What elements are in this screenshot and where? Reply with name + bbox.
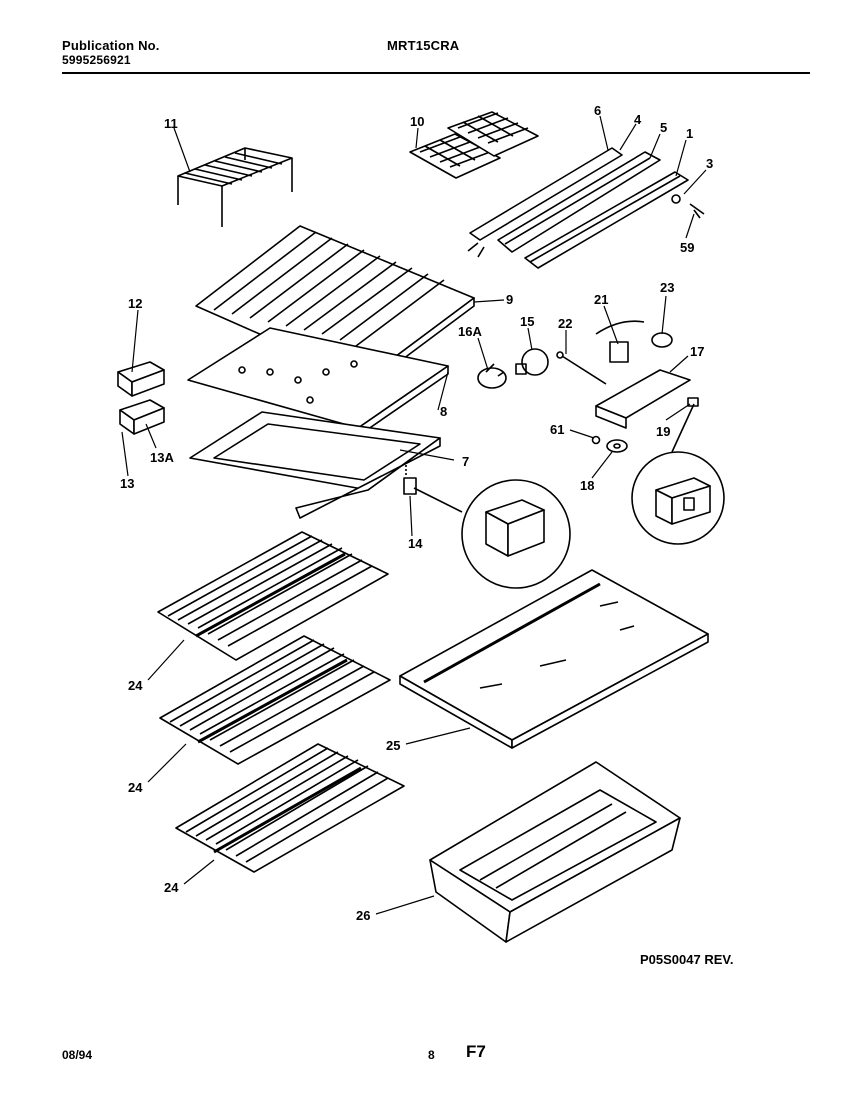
label-16a: 16A <box>458 324 482 339</box>
publication-label: Publication No. <box>62 38 160 53</box>
ice-tray-part <box>409 111 539 179</box>
label-61: 61 <box>550 422 564 437</box>
footer-page-number: 8 <box>428 1048 435 1062</box>
label-3: 3 <box>706 156 713 171</box>
label-18: 18 <box>580 478 594 493</box>
label-5: 5 <box>660 120 667 135</box>
label-9: 9 <box>506 292 513 307</box>
label-23: 23 <box>660 280 674 295</box>
crisper-cover-part <box>399 569 709 749</box>
header-rule <box>62 72 810 74</box>
label-15: 15 <box>520 314 534 329</box>
wire-shelf-1 <box>157 531 389 661</box>
label-24-middle: 24 <box>128 780 143 795</box>
door-bin-parts <box>117 361 165 435</box>
label-6: 6 <box>594 103 601 118</box>
label-24-top: 24 <box>128 678 143 693</box>
label-11: 11 <box>164 116 178 131</box>
label-8: 8 <box>440 404 447 419</box>
frame-rail-parts <box>467 147 705 269</box>
footer-figure-code: F7 <box>466 1042 486 1061</box>
label-19: 19 <box>656 424 670 439</box>
label-7: 7 <box>462 454 469 469</box>
label-13: 13 <box>120 476 134 491</box>
freezer-shelf-assembly <box>187 225 475 519</box>
control-parts <box>403 320 699 495</box>
leader-lines <box>121 115 707 915</box>
label-13a: 13A <box>150 450 174 465</box>
label-4: 4 <box>634 112 642 127</box>
switch-detail-callout <box>413 479 571 589</box>
wire-rack-part <box>177 147 293 227</box>
model-number: MRT15CRA <box>387 38 460 53</box>
label-26: 26 <box>356 908 370 923</box>
crisper-drawer-part <box>429 761 681 943</box>
wire-shelf-2 <box>159 635 391 765</box>
label-14: 14 <box>408 536 423 551</box>
label-17: 17 <box>690 344 704 359</box>
reference-code: P05S0047 REV. <box>640 952 733 967</box>
light-switch-detail-callout <box>631 403 725 545</box>
wire-shelf-3 <box>175 743 405 873</box>
footer-date: 08/94 <box>62 1048 93 1062</box>
label-21: 21 <box>594 292 608 307</box>
label-10: 10 <box>410 114 424 129</box>
part-labels: 11 10 6 4 5 1 3 59 12 9 16A 15 22 21 23 … <box>120 103 733 967</box>
label-1: 1 <box>686 126 693 141</box>
label-25: 25 <box>386 738 400 753</box>
label-22: 22 <box>558 316 572 331</box>
publication-number: 5995256921 <box>62 53 131 67</box>
label-59: 59 <box>680 240 694 255</box>
label-24-bottom: 24 <box>164 880 179 895</box>
label-12: 12 <box>128 296 142 311</box>
